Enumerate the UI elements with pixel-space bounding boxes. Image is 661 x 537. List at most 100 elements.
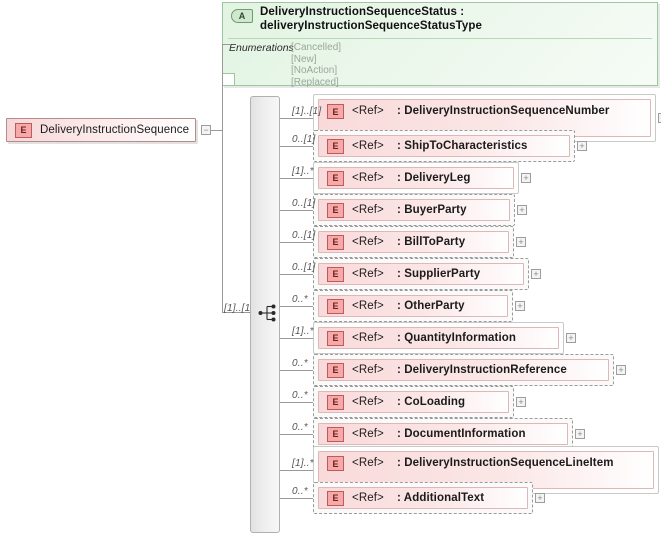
enumeration-value: [Cancelled] — [291, 42, 342, 53]
row-expander[interactable]: + — [515, 301, 525, 311]
ref-element-label: <Ref> : AdditionalText — [352, 491, 484, 505]
root-element-box[interactable]: E DeliveryInstructionSequence — [6, 118, 196, 142]
ref-type-name: : AdditionalText — [383, 492, 485, 504]
row-expander[interactable]: + — [535, 493, 545, 503]
element-icon: E — [327, 426, 344, 442]
ref-type-name: : BuyerParty — [383, 204, 467, 216]
connector-sequence-to-row — [280, 274, 313, 275]
connector-sequence-to-row — [280, 338, 313, 339]
ref-element-box[interactable]: E<Ref> : QuantityInformation — [318, 327, 559, 349]
element-icon: E — [327, 104, 344, 119]
sequence-icon — [258, 304, 276, 322]
ref-element-box[interactable]: E<Ref> : DeliveryInstructionReference — [318, 359, 609, 381]
connector-trunk-down — [222, 130, 223, 313]
element-icon: E — [15, 122, 32, 138]
ref-keyword: <Ref> — [352, 236, 384, 248]
ref-element-box[interactable]: E <Ref> : DocumentInformation — [318, 423, 568, 445]
element-icon: E — [327, 394, 344, 410]
enumeration-value: [NoAction] — [291, 65, 338, 76]
enumerations-values: [Cancelled][New][NoAction][Replaced] — [291, 42, 341, 88]
connector-trunk-to-type — [222, 44, 230, 45]
connector-sequence-to-row — [280, 178, 313, 179]
ref-element-box[interactable]: E<Ref> : AdditionalText — [318, 487, 528, 509]
ref-element-label: <Ref> : DocumentInformation — [352, 427, 526, 441]
connector-sequence-to-row — [280, 146, 313, 147]
row-cardinality: 0..* — [292, 486, 308, 497]
connector-sequence-to-row — [280, 210, 313, 211]
connector-sequence-to-row — [280, 370, 313, 371]
connector-sequence-to-row — [280, 306, 313, 307]
ref-keyword: <Ref> — [352, 332, 384, 344]
ref-keyword: <Ref> — [352, 268, 384, 280]
ref-keyword: <Ref> — [352, 204, 384, 216]
ref-element-label: <Ref> : DeliveryInstructionSequenceLineI… — [352, 456, 614, 470]
root-collapse-expander[interactable]: − — [201, 125, 211, 135]
attribute-icon: A — [231, 9, 253, 23]
type-divider — [228, 38, 652, 39]
ref-keyword: <Ref> — [352, 300, 384, 312]
connector-trunk-vertical — [222, 44, 223, 131]
ref-keyword: <Ref> — [352, 428, 384, 440]
row-expander[interactable]: + — [616, 365, 626, 375]
ref-type-name: : OtherParty — [383, 300, 465, 312]
row-expander[interactable]: + — [517, 205, 527, 215]
row-cardinality: 0..* — [292, 422, 308, 433]
row-expander[interactable]: + — [516, 397, 526, 407]
ref-element-box[interactable]: E <Ref> : CoLoading — [318, 391, 509, 413]
ref-element-label: <Ref> : BillToParty — [352, 235, 465, 249]
sequence-cardinality: [1]..[1] — [224, 303, 254, 314]
ref-keyword: <Ref> — [352, 364, 384, 376]
ref-element-box[interactable]: E<Ref> : ShipToCharacteristics — [318, 135, 570, 157]
connector-sequence-to-row — [280, 402, 313, 403]
type-definition-box[interactable]: A DeliveryInstructionSequenceStatus : de… — [222, 2, 658, 88]
ref-element-box[interactable]: E <Ref> : BuyerParty — [318, 199, 510, 221]
connector-sequence-to-row — [280, 434, 313, 435]
ref-element-box[interactable]: E<Ref> : DeliveryLeg — [318, 167, 514, 189]
ref-element-box[interactable]: E <Ref> : OtherParty — [318, 295, 508, 317]
element-icon: E — [327, 330, 344, 346]
ref-type-name: : BillToParty — [383, 236, 466, 248]
enumerations-label: Enumerations — [229, 42, 294, 54]
element-icon: E — [327, 234, 344, 250]
ref-element-label: <Ref> : DeliveryLeg — [352, 171, 471, 185]
row-cardinality: 0..[1] — [292, 134, 316, 145]
connector-sequence-to-row — [280, 118, 313, 119]
ref-type-name: : DeliveryInstructionSequenceNumber — [383, 105, 610, 117]
element-icon: E — [327, 298, 344, 314]
ref-element-label: <Ref> : OtherParty — [352, 299, 465, 313]
connector-sequence-to-row — [280, 470, 313, 471]
ref-element-box[interactable]: E<Ref> : SupplierParty — [318, 263, 524, 285]
ref-keyword: <Ref> — [352, 140, 384, 152]
row-expander[interactable]: + — [575, 429, 585, 439]
row-expander[interactable]: + — [521, 173, 531, 183]
row-cardinality: 0..[1] — [292, 262, 316, 273]
ref-type-name: : CoLoading — [383, 396, 466, 408]
ref-element-label: <Ref> : BuyerParty — [352, 203, 467, 217]
element-icon: E — [327, 362, 344, 378]
enumeration-value: [New] — [291, 53, 317, 65]
ref-keyword: <Ref> — [352, 105, 384, 117]
row-expander[interactable]: + — [566, 333, 576, 343]
row-cardinality: 0..* — [292, 390, 308, 401]
ref-element-label: <Ref> : SupplierParty — [352, 267, 480, 281]
element-icon: E — [327, 202, 344, 218]
ref-keyword: <Ref> — [352, 457, 384, 469]
row-expander[interactable]: + — [531, 269, 541, 279]
connector-sequence-to-row — [280, 242, 313, 243]
row-cardinality: 0..[1] — [292, 198, 316, 209]
ref-element-box[interactable]: E <Ref> : BillToParty — [318, 231, 509, 253]
element-icon: E — [327, 456, 344, 471]
sequence-container-bar[interactable] — [250, 96, 280, 533]
row-expander[interactable]: + — [516, 237, 526, 247]
row-expander[interactable]: + — [577, 141, 587, 151]
ref-type-name: : DeliveryLeg — [383, 172, 471, 184]
ref-keyword: <Ref> — [352, 172, 384, 184]
enumeration-value: [Replaced] — [291, 76, 339, 88]
ref-element-label: <Ref> : CoLoading — [352, 395, 465, 409]
type-title: DeliveryInstructionSequenceStatus : deli… — [260, 6, 483, 32]
ref-element-label: <Ref> : ShipToCharacteristics — [352, 139, 528, 153]
row-cardinality: [1]..[1] — [292, 106, 322, 117]
connector-trunk-to-sequence — [222, 312, 250, 313]
row-cardinality: [1]..* — [292, 458, 314, 469]
